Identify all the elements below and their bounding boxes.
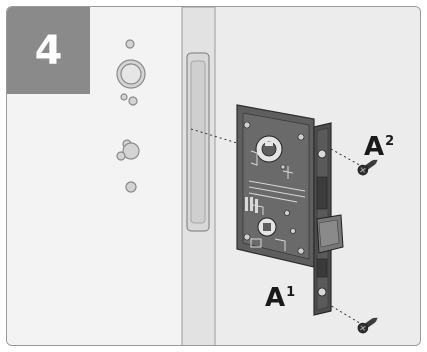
step-number: 4 [34, 27, 63, 74]
instruction-panel: 4 [6, 6, 421, 346]
lock-mortise-body [236, 104, 344, 316]
callout-index: 1 [286, 285, 296, 300]
callout-a1: A1 [265, 285, 295, 311]
callout-a2: A2 [364, 134, 394, 160]
door-face-holes [116, 39, 146, 193]
callout-letter: A [364, 132, 385, 162]
screw-icon [357, 159, 378, 176]
guide-lines [190, 128, 364, 326]
door-illustration [7, 7, 420, 345]
screw-icon [357, 317, 378, 334]
step-number-badge: 4 [7, 7, 90, 94]
callout-letter: A [265, 283, 286, 313]
mortise-pocket [186, 52, 210, 232]
callout-index: 2 [385, 134, 395, 149]
